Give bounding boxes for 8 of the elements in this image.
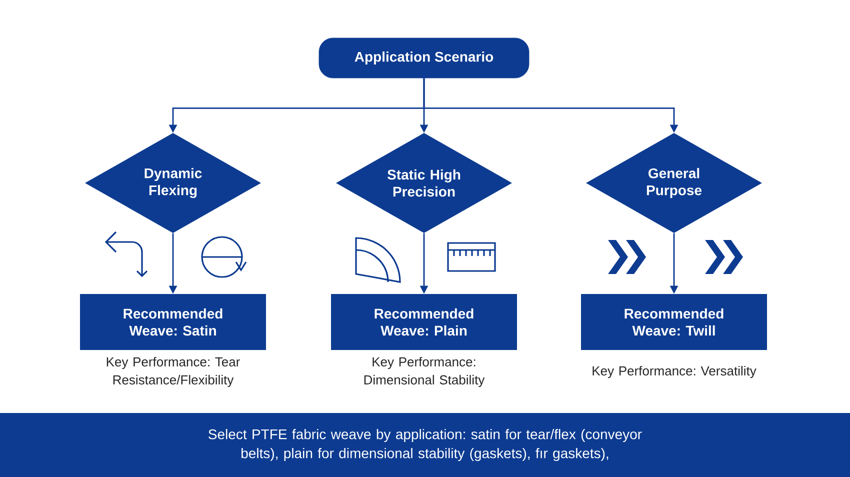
weave-box: Recommended Weave: Satin	[80, 294, 266, 350]
weave-box: Recommended Weave: Plain	[331, 294, 517, 350]
caption-band: Select PTFE fabric weave by application: satin for tear/flex (conveyor belts), plain for dimensional stability (gaskets), fır gaskets),	[0, 413, 850, 477]
performance-text: Key Performance: Dimensional Stability	[364, 356, 485, 388]
weave-box: Recommended Weave: Twill	[581, 294, 767, 350]
performance-text: Key Performance: Tear Resistance/Flexibility	[106, 356, 240, 388]
scenario-box: Application Scenario	[318, 38, 530, 78]
performance-text: Key Performance: Versatility	[592, 366, 756, 378]
